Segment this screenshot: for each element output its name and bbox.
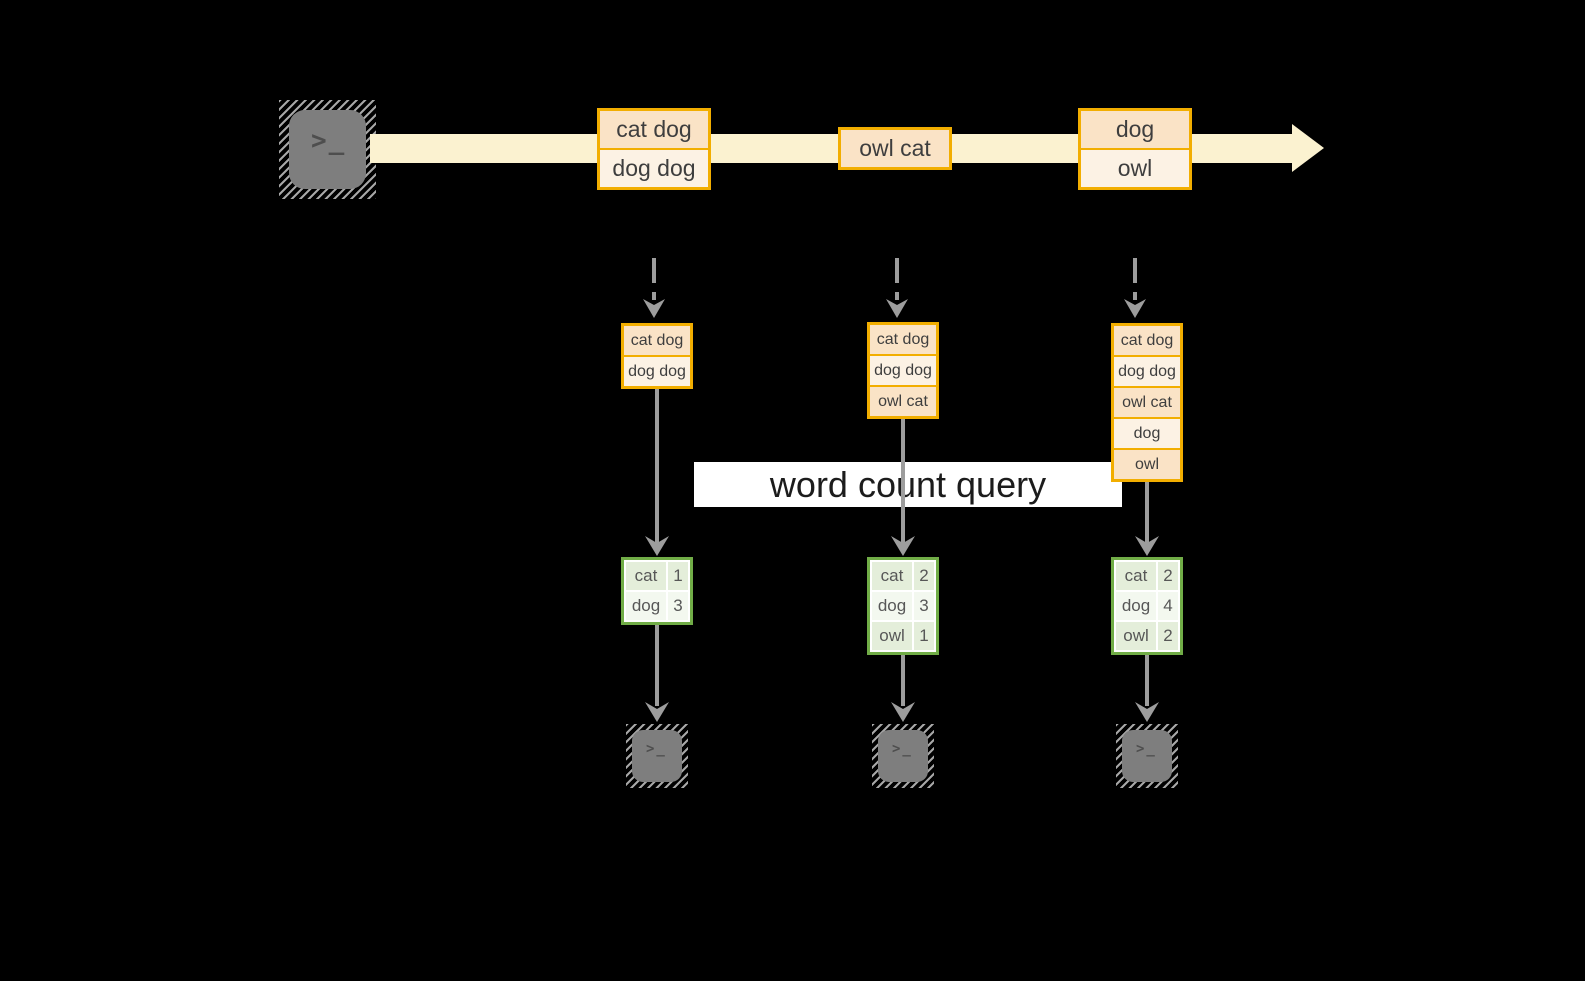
table-row: cat 2 bbox=[1116, 562, 1178, 590]
terminal-icon-body: >_ bbox=[632, 730, 682, 782]
partition-2-count-table: cat 2 dog 3 owl 1 bbox=[867, 557, 939, 655]
output-arrowhead-icon-2 bbox=[891, 702, 915, 722]
buffer-record: dog bbox=[1114, 417, 1180, 448]
word-cell: cat bbox=[1116, 562, 1156, 590]
buffer-record: dog dog bbox=[624, 355, 690, 386]
consumer-terminal-icon-1: >_ bbox=[626, 724, 688, 788]
table-row: cat 1 bbox=[626, 562, 688, 590]
producer-terminal-icon: >_ bbox=[279, 100, 376, 199]
stream-record-line: dog bbox=[1081, 111, 1189, 148]
table-row: owl 2 bbox=[1116, 622, 1178, 650]
buffer-record: owl cat bbox=[870, 385, 936, 416]
word-cell: owl bbox=[872, 622, 912, 650]
count-cell: 3 bbox=[914, 592, 934, 620]
table-row: cat 2 bbox=[872, 562, 934, 590]
word-cell: dog bbox=[626, 592, 666, 620]
count-cell: 2 bbox=[914, 562, 934, 590]
buffer-record: cat dog bbox=[870, 325, 936, 354]
stream-record-line: owl bbox=[1081, 148, 1189, 187]
table-row: owl 1 bbox=[872, 622, 934, 650]
buffer-record: owl bbox=[1114, 448, 1180, 479]
stream-record-line: owl cat bbox=[841, 130, 949, 167]
buffer-record: owl cat bbox=[1114, 386, 1180, 417]
partition-1-buffer: cat dog dog dog bbox=[621, 323, 693, 389]
dashed-arrowhead-icon-3 bbox=[1124, 299, 1146, 318]
query-label: word count query bbox=[769, 464, 1047, 505]
count-cell: 3 bbox=[668, 592, 688, 620]
table-row: dog 3 bbox=[626, 592, 688, 620]
consumer-terminal-icon-2: >_ bbox=[872, 724, 934, 788]
dashed-arrowhead-icon-1 bbox=[643, 299, 665, 318]
terminal-prompt-icon: >_ bbox=[646, 741, 667, 757]
partition-3-count-table: cat 2 dog 4 owl 2 bbox=[1111, 557, 1183, 655]
buffer-record: dog dog bbox=[1114, 355, 1180, 386]
table-row: dog 3 bbox=[872, 592, 934, 620]
word-cell: dog bbox=[872, 592, 912, 620]
count-cell: 1 bbox=[914, 622, 934, 650]
word-cell: cat bbox=[626, 562, 666, 590]
count-cell: 1 bbox=[668, 562, 688, 590]
partition-2-buffer: cat dog dog dog owl cat bbox=[867, 322, 939, 419]
query-arrowhead-icon-3 bbox=[1135, 536, 1159, 556]
terminal-prompt-icon: >_ bbox=[1136, 741, 1157, 757]
query-arrowhead-icon-1 bbox=[645, 536, 669, 556]
count-cell: 2 bbox=[1158, 562, 1178, 590]
output-arrowhead-icon-3 bbox=[1135, 702, 1159, 722]
stream-record-line: dog dog bbox=[600, 148, 708, 187]
count-cell: 2 bbox=[1158, 622, 1178, 650]
terminal-prompt-icon: >_ bbox=[892, 741, 913, 757]
buffer-record: cat dog bbox=[624, 326, 690, 355]
count-cell: 4 bbox=[1158, 592, 1178, 620]
terminal-icon-body: >_ bbox=[1122, 730, 1172, 782]
stream-record-2: owl cat bbox=[838, 127, 952, 170]
output-arrowhead-icon-1 bbox=[645, 702, 669, 722]
buffer-record: dog dog bbox=[870, 354, 936, 385]
partition-1-count-table: cat 1 dog 3 bbox=[621, 557, 693, 625]
table-row: dog 4 bbox=[1116, 592, 1178, 620]
terminal-prompt-icon: >_ bbox=[311, 126, 347, 156]
word-cell: cat bbox=[872, 562, 912, 590]
terminal-icon-body: >_ bbox=[878, 730, 928, 782]
stream-record-3: dog owl bbox=[1078, 108, 1192, 190]
stream-record-1: cat dog dog dog bbox=[597, 108, 711, 190]
event-stream-arrowhead-icon bbox=[1292, 124, 1324, 172]
dashed-arrowhead-icon-2 bbox=[886, 299, 908, 318]
word-cell: dog bbox=[1116, 592, 1156, 620]
buffer-record: cat dog bbox=[1114, 326, 1180, 355]
word-cell: owl bbox=[1116, 622, 1156, 650]
consumer-terminal-icon-3: >_ bbox=[1116, 724, 1178, 788]
partition-3-buffer: cat dog dog dog owl cat dog owl bbox=[1111, 323, 1183, 482]
stream-record-line: cat dog bbox=[600, 111, 708, 148]
query-label-band: word count query bbox=[694, 462, 1122, 507]
terminal-icon-body: >_ bbox=[289, 110, 366, 189]
query-arrowhead-icon-2 bbox=[891, 536, 915, 556]
